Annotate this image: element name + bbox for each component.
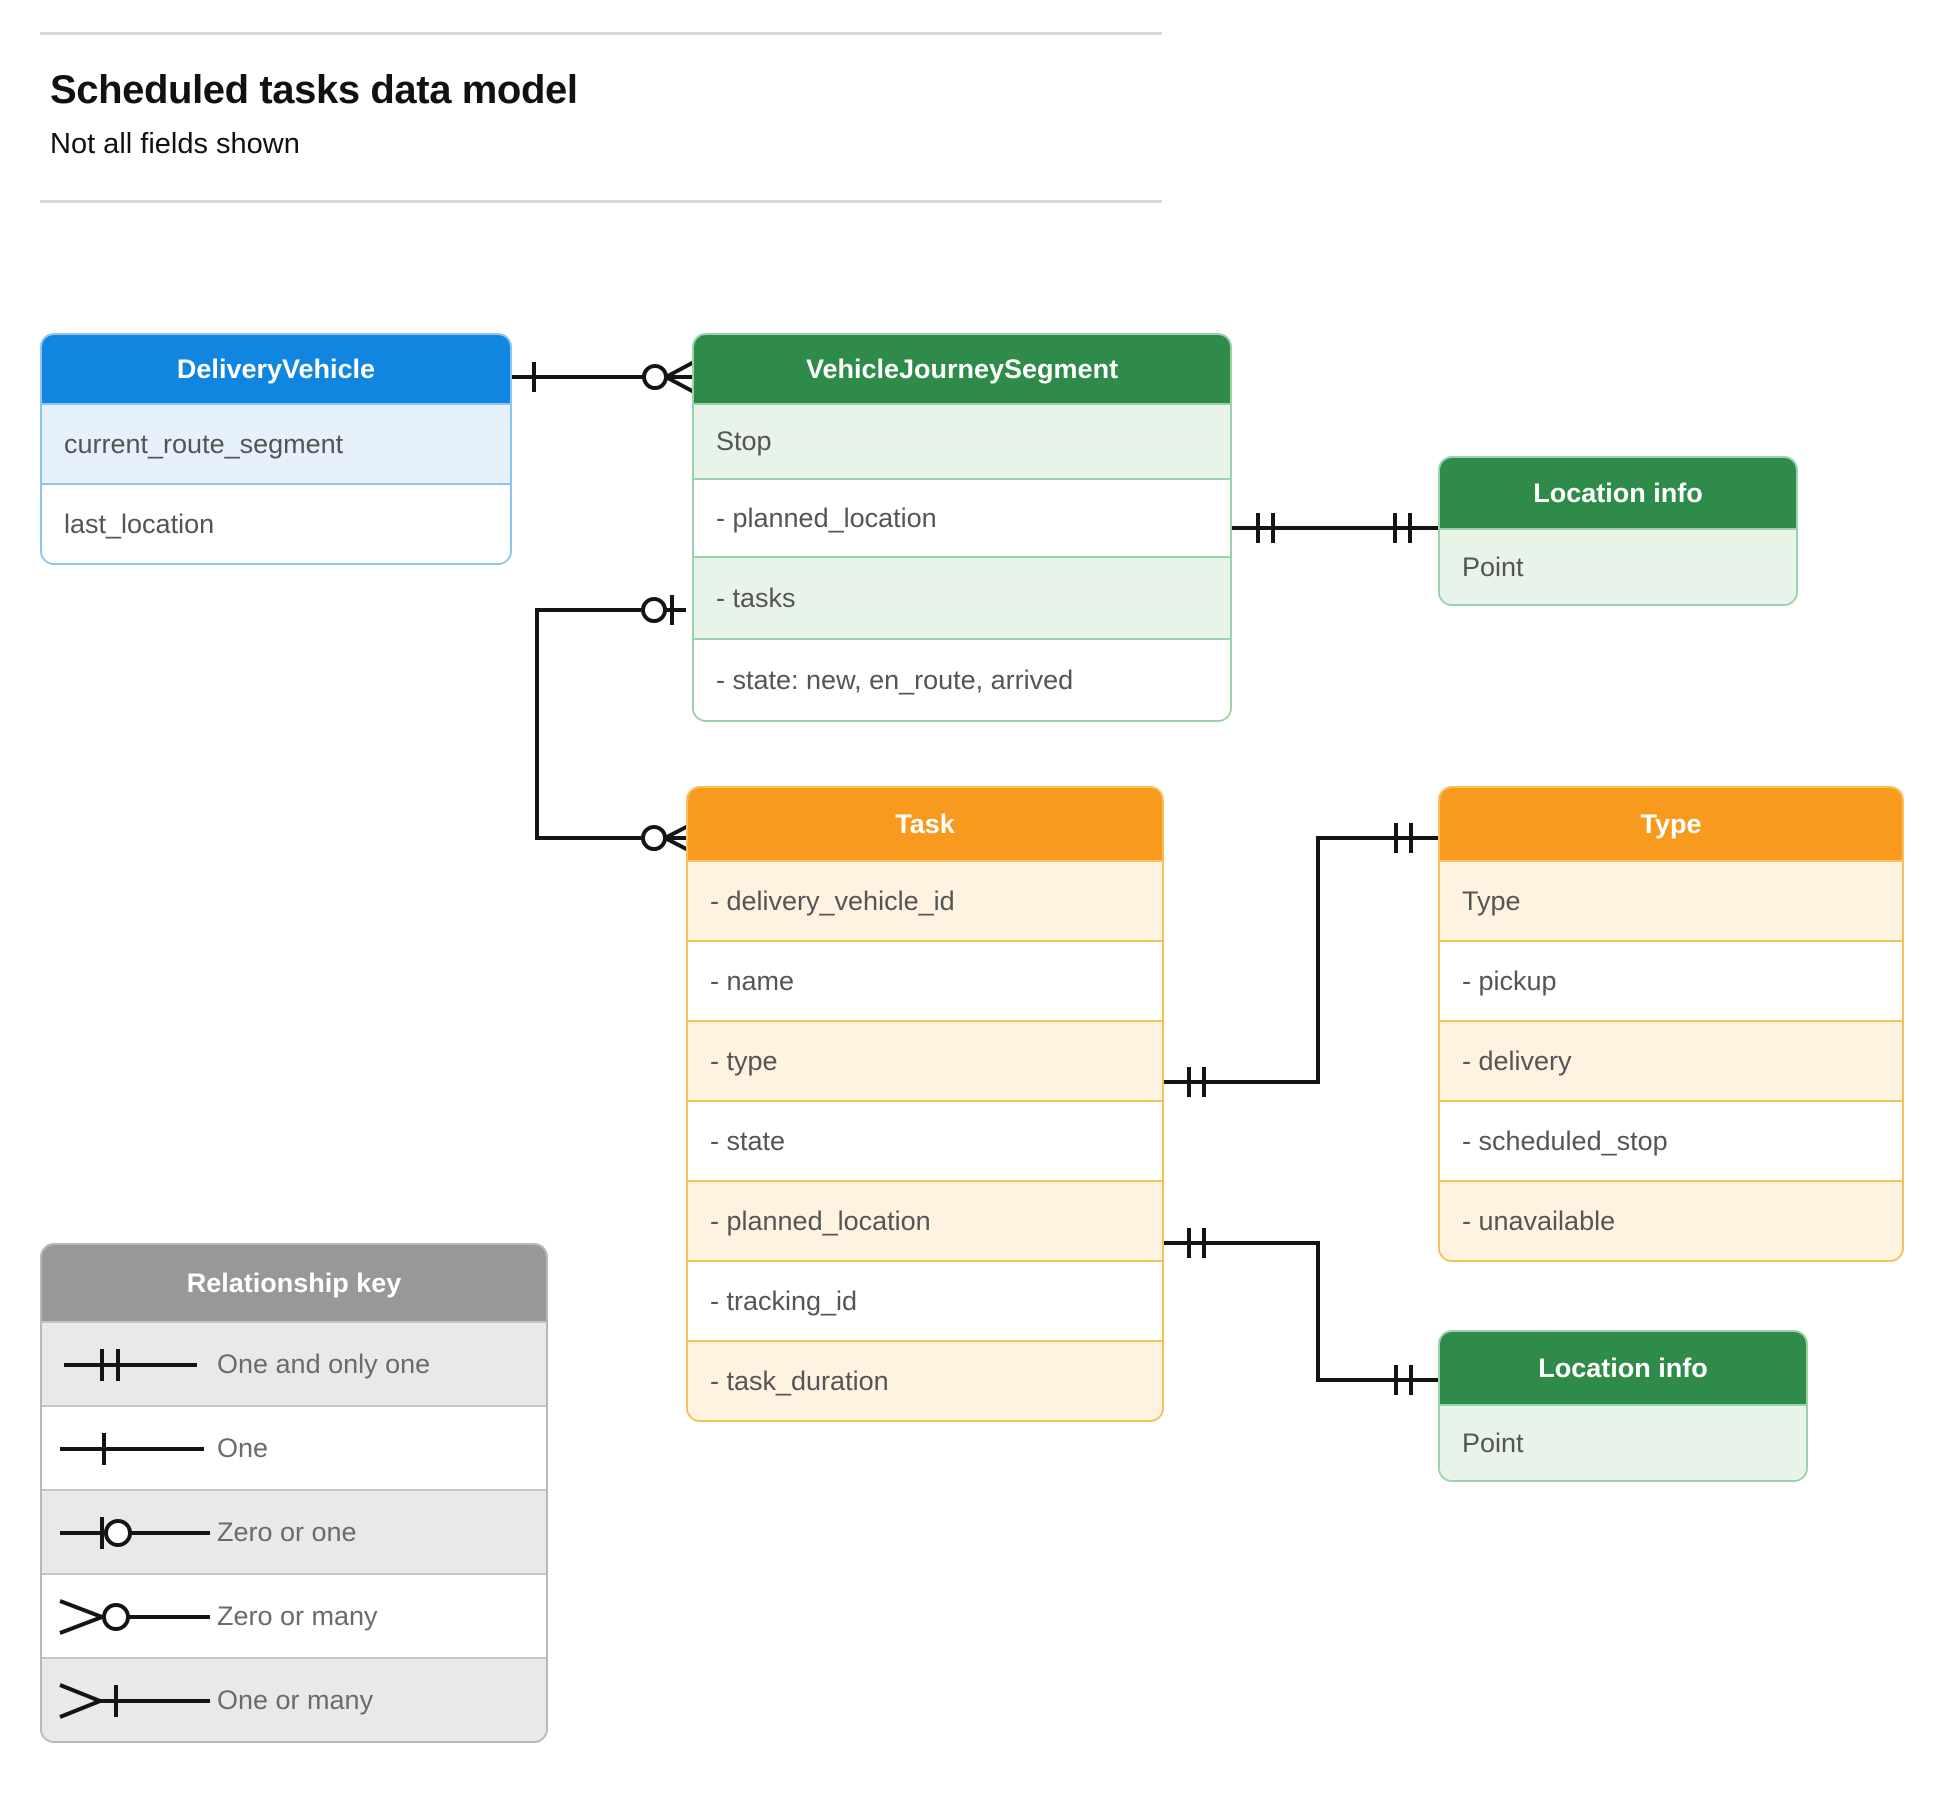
field-scheduled-stop: - scheduled_stop — [1440, 1100, 1902, 1180]
field-type-label: Type — [1440, 860, 1902, 940]
entity-title-type: Type — [1440, 788, 1902, 860]
legend-item-zero-or-many: Zero or many — [42, 1573, 546, 1657]
one-or-many-icon — [42, 1659, 217, 1741]
page-title: Scheduled tasks data model — [50, 68, 578, 112]
legend-item-one-or-many: One or many — [42, 1657, 546, 1741]
zero-or-one-icon — [42, 1491, 217, 1573]
field-stop: Stop — [694, 403, 1230, 478]
one-icon — [42, 1407, 217, 1489]
field-tasks: - tasks — [694, 556, 1230, 638]
legend-label-one-and-only-one: One and only one — [217, 1348, 431, 1379]
entity-vehicle-journey-segment[interactable]: VehicleJourneySegment Stop - planned_loc… — [692, 333, 1232, 722]
legend-label-zero-or-one: Zero or one — [217, 1516, 357, 1547]
field-current-route-segment: current_route_segment — [42, 403, 510, 483]
legend-item-zero-or-one: Zero or one — [42, 1489, 546, 1573]
page-subtitle: Not all fields shown — [50, 128, 300, 160]
field-point-top: Point — [1440, 528, 1796, 604]
entity-location-info-top[interactable]: Location info Point — [1438, 456, 1798, 606]
field-last-location: last_location — [42, 483, 510, 563]
legend-label-one: One — [217, 1432, 269, 1463]
field-pickup: - pickup — [1440, 940, 1902, 1020]
entity-delivery-vehicle[interactable]: DeliveryVehicle current_route_segment la… — [40, 333, 512, 565]
one-and-only-one-icon — [42, 1323, 217, 1405]
field-state: - state: new, en_route, arrived — [694, 638, 1230, 720]
entity-title-location-info-top: Location info — [1440, 458, 1796, 528]
field-type: - type — [688, 1020, 1162, 1100]
legend-item-one-and-only-one: One and only one — [42, 1321, 546, 1405]
field-tracking-id: - tracking_id — [688, 1260, 1162, 1340]
field-delivery: - delivery — [1440, 1020, 1902, 1100]
header-divider-top — [40, 32, 1162, 35]
entity-task[interactable]: Task - delivery_vehicle_id - name - type… — [686, 786, 1164, 1422]
field-unavailable: - unavailable — [1440, 1180, 1902, 1260]
entity-title-vehicle-journey-segment: VehicleJourneySegment — [694, 335, 1230, 403]
legend-label-zero-or-many: Zero or many — [217, 1600, 378, 1631]
field-vjs-planned-location: - planned_location — [694, 478, 1230, 556]
field-delivery-vehicle-id: - delivery_vehicle_id — [688, 860, 1162, 940]
field-point-bottom: Point — [1440, 1404, 1806, 1480]
field-name: - name — [688, 940, 1162, 1020]
zero-or-many-icon — [42, 1575, 217, 1657]
legend-relationship-key[interactable]: Relationship key One and only one — [40, 1243, 548, 1743]
entity-title-delivery-vehicle: DeliveryVehicle — [42, 335, 510, 403]
header-divider-bottom — [40, 200, 1162, 203]
entity-title-location-info-bottom: Location info — [1440, 1332, 1806, 1404]
field-state-task: - state — [688, 1100, 1162, 1180]
legend-label-one-or-many: One or many — [217, 1684, 374, 1715]
entity-type[interactable]: Type Type - pickup - delivery - schedule… — [1438, 786, 1904, 1262]
field-task-duration: - task_duration — [688, 1340, 1162, 1420]
entity-title-task: Task — [688, 788, 1162, 860]
legend-title: Relationship key — [42, 1245, 546, 1321]
legend-item-one: One — [42, 1405, 546, 1489]
field-task-planned-location: - planned_location — [688, 1180, 1162, 1260]
entity-location-info-bottom[interactable]: Location info Point — [1438, 1330, 1808, 1482]
